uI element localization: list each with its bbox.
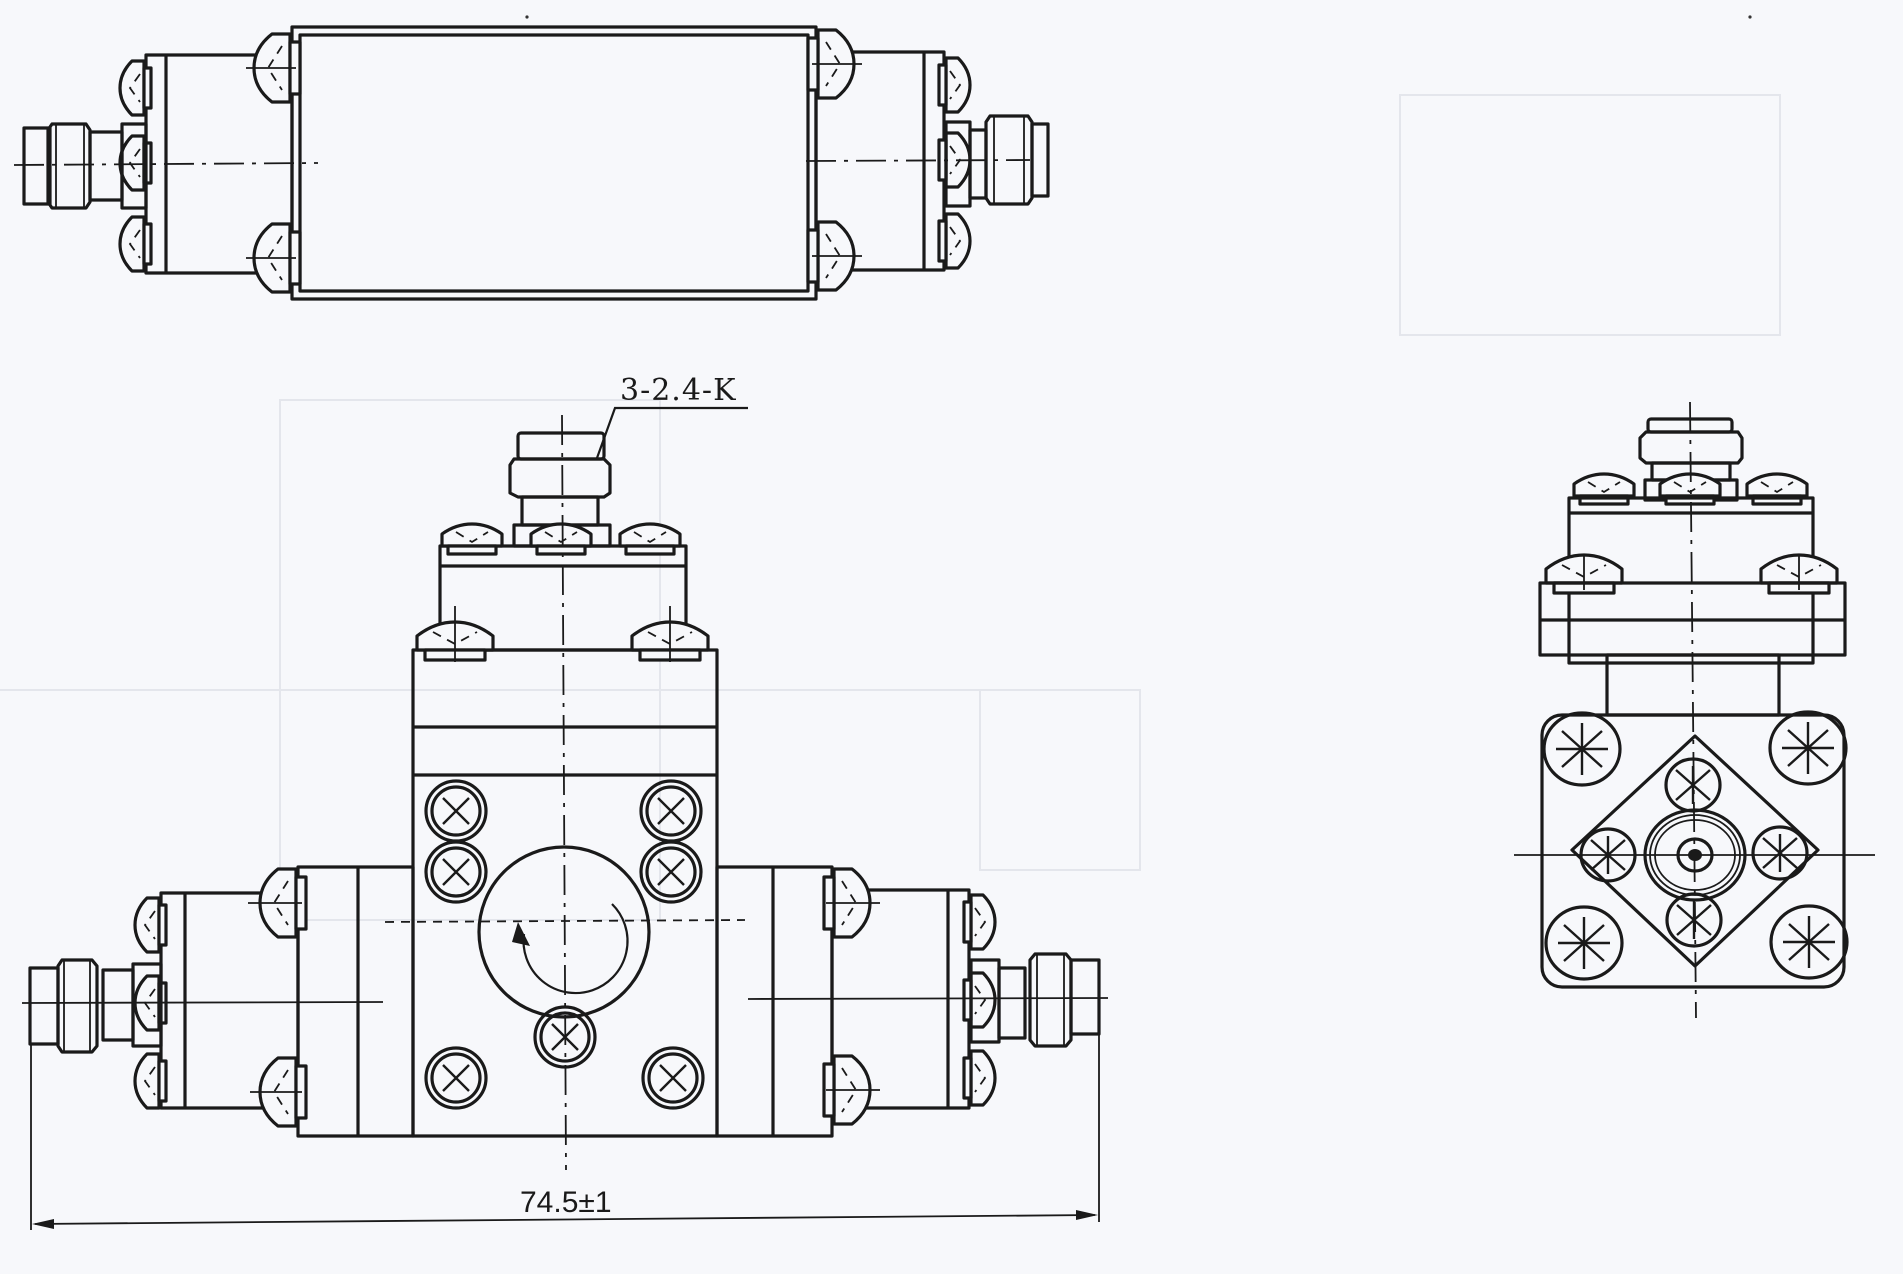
rotation-arrow-icon (512, 922, 530, 946)
dimension-arrow-right-icon (1076, 1210, 1098, 1220)
front-view: 3-2.4-K (21, 373, 1109, 1171)
dimension-arrow-left-icon (32, 1219, 54, 1229)
top-view (13, 25, 1050, 301)
overall-length-label: 74.5±1 (520, 1186, 612, 1219)
side-view (1514, 401, 1875, 1019)
connector-callout: 3-2.4-K (620, 373, 736, 408)
ghost-background-lines (0, 94, 1781, 921)
overall-length-dimension: 74.5±1 (30, 1034, 1100, 1230)
